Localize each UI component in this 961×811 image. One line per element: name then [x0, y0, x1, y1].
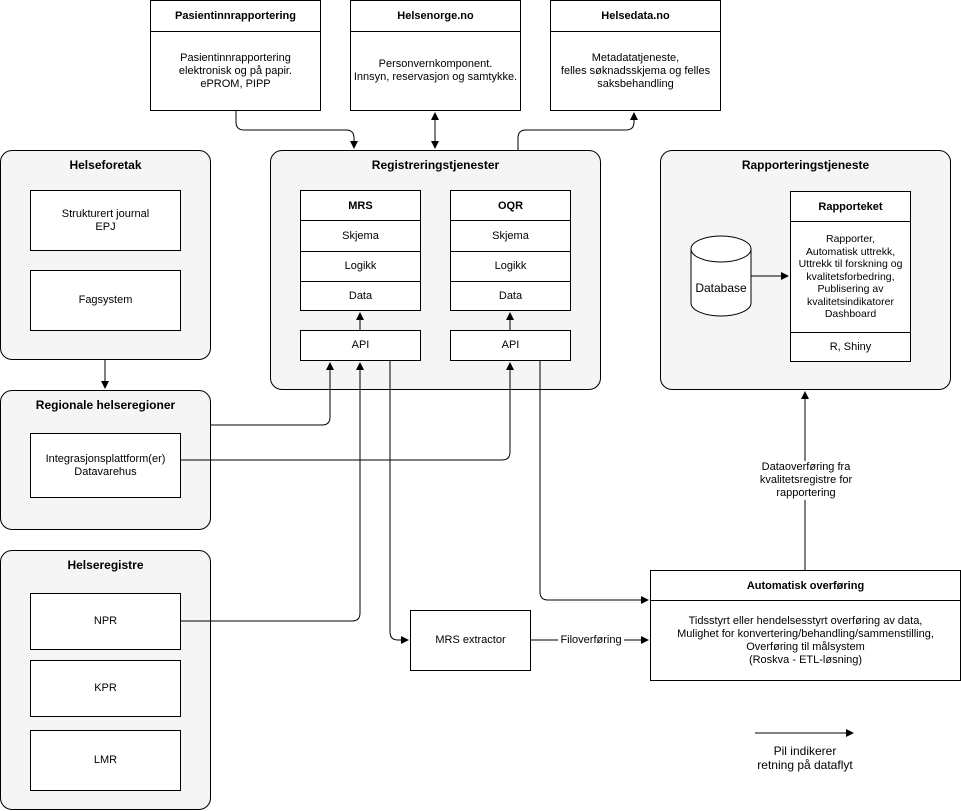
- rapporteket-footer: R, Shiny: [791, 332, 910, 361]
- arrow-oqr-api-to-automatisk: [539, 361, 649, 604]
- oqr-box: OQR Skjema Logikk Data: [450, 190, 571, 311]
- epj-label: Strukturert journal EPJ: [61, 207, 150, 233]
- dataoverforing-label: Dataoverføring fra kvalitetsregistre for…: [736, 461, 876, 500]
- kpr-box: KPR: [30, 660, 181, 717]
- pasientinnrapportering-body: Pasientinnrapportering elektronisk og på…: [178, 51, 293, 90]
- automatisk-body: Tidsstyrt eller hendelsesstyrt overførin…: [677, 614, 934, 666]
- database-cylinder: [690, 235, 752, 317]
- filoverforing-label: Filoverføring: [558, 634, 624, 647]
- legend-label: Pil indikerer retning på dataflyt: [757, 744, 853, 772]
- mrs-box: MRS Skjema Logikk Data: [300, 190, 421, 311]
- integrasjonsplattform-box: Integrasjonsplattform(er) Datavarehus: [30, 433, 181, 498]
- lmr-label: LMR: [93, 754, 118, 766]
- mrs-extractor-label: MRS extractor: [435, 634, 506, 646]
- arrow-integrasjon-to-oqr-api: [181, 362, 514, 461]
- helsenorge-box: Helsenorge.no Personvernkomponent. Innsy…: [350, 0, 521, 111]
- integrasjonsplattform-label: Integrasjonsplattform(er) Datavarehus: [45, 452, 166, 478]
- arrow-pasient-to-registrering: [235, 111, 358, 149]
- database-label: Database: [695, 281, 747, 295]
- oqr-api-label: API: [501, 339, 520, 351]
- arrow-registrering-to-helsedata: [517, 112, 638, 150]
- helseforetak-epj-box: Strukturert journal EPJ: [30, 190, 181, 251]
- helsedata-body: Metadatatjeneste, felles søknadsskjema o…: [560, 51, 711, 90]
- rapporteket-title: Rapporteket: [791, 192, 910, 222]
- automatisk-box: Automatisk overføring Tidsstyrt eller he…: [650, 570, 961, 681]
- helsenorge-body: Personvernkomponent. Innsyn, reservasjon…: [353, 58, 518, 83]
- oqr-data: Data: [451, 281, 570, 311]
- arrow-mrs-api-to-extractor: [389, 361, 409, 644]
- mrs-data: Data: [301, 281, 420, 311]
- oqr-title: OQR: [451, 191, 570, 221]
- helsenorge-title: Helsenorge.no: [351, 1, 520, 32]
- rapporteket-box: Rapporteket Rapporter, Automatisk uttrek…: [790, 191, 911, 362]
- npr-box: NPR: [30, 593, 181, 650]
- npr-label: NPR: [93, 615, 118, 627]
- helsedata-title: Helsedata.no: [551, 1, 720, 32]
- oqr-skjema: Skjema: [492, 229, 529, 242]
- registrering-title: Registreringstjenester: [371, 158, 500, 172]
- helseforetak-title: Helseforetak: [69, 158, 142, 172]
- mrs-skjema: Skjema: [342, 229, 379, 242]
- helsedata-box: Helsedata.no Metadatatjeneste, felles sø…: [550, 0, 721, 111]
- mrs-title: MRS: [301, 191, 420, 221]
- kpr-label: KPR: [94, 682, 117, 694]
- mrs-extractor-box: MRS extractor: [410, 610, 531, 671]
- mrs-logikk: Logikk: [301, 251, 420, 281]
- helseregistre-title: Helseregistre: [67, 558, 144, 572]
- mrs-api-box: API: [300, 330, 421, 361]
- helseforetak-fagsystem-box: Fagsystem: [30, 270, 181, 331]
- arrow-npr-to-mrs-api: [181, 362, 364, 622]
- oqr-api-box: API: [450, 330, 571, 361]
- lmr-box: LMR: [30, 730, 181, 791]
- arrow-regionale-to-mrs-api: [211, 362, 334, 426]
- oqr-logikk: Logikk: [451, 251, 570, 281]
- mrs-api-label: API: [351, 339, 370, 351]
- automatisk-title: Automatisk overføring: [651, 571, 960, 601]
- pasientinnrapportering-box: Pasientinnrapportering Pasientinnrapport…: [150, 0, 321, 111]
- regionale-title: Regionale helseregioner: [35, 398, 176, 412]
- fagsystem-label: Fagsystem: [78, 294, 133, 306]
- pasientinnrapportering-title: Pasientinnrapportering: [151, 1, 320, 32]
- rapporteket-body: Rapporter, Automatisk uttrekk, Uttrekk t…: [798, 233, 903, 321]
- rapportering-title: Rapporteringstjeneste: [741, 158, 870, 172]
